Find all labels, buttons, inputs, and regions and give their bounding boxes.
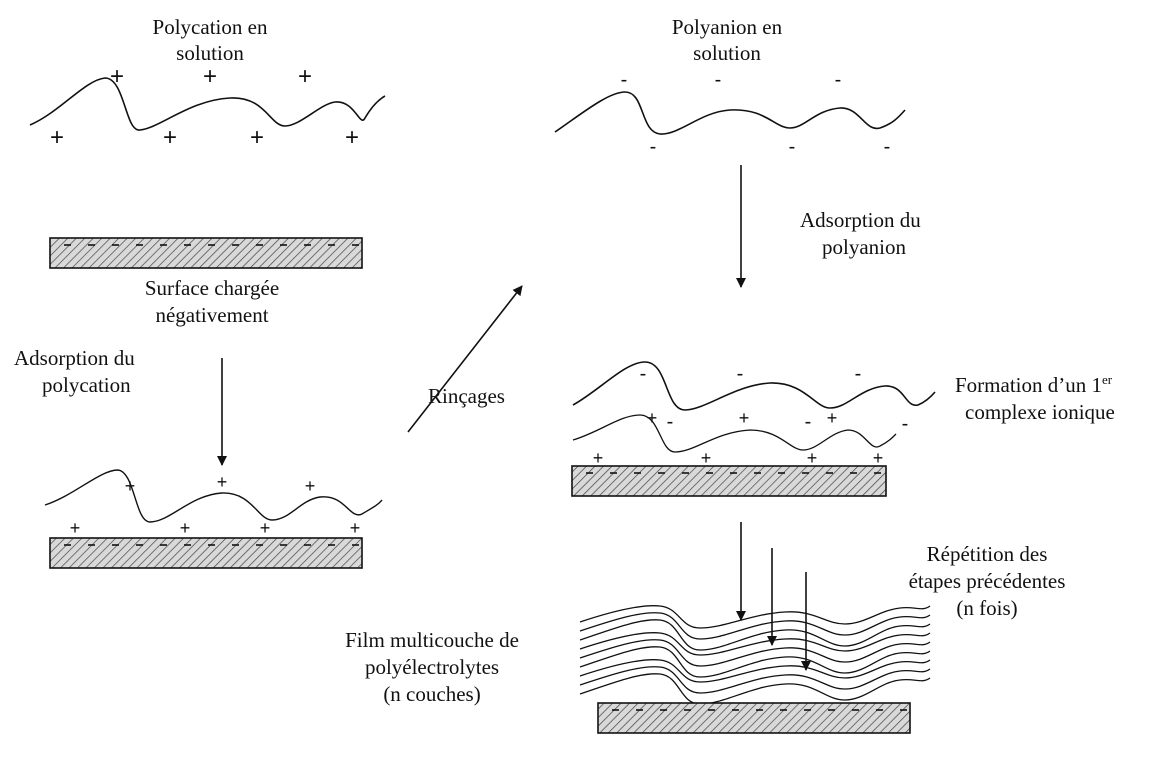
charge-plus: +	[70, 518, 81, 538]
charge-minus: -	[902, 413, 909, 435]
charge-plus: +	[203, 63, 217, 90]
multilayer-wave	[579, 659, 931, 683]
charge-plus: +	[163, 124, 177, 151]
label-adsorption-polyanion-2: polyanion	[822, 235, 906, 259]
charge-plus: +	[110, 63, 124, 90]
polyanion-chain	[554, 91, 906, 135]
label-rincages: Rinçages	[428, 384, 505, 408]
charge-minus: -	[805, 411, 812, 433]
substrate-polycation	[49, 537, 363, 569]
substrate-complex	[571, 465, 887, 497]
multilayer-wave	[579, 666, 931, 694]
label-adsorption-polycation-2: polycation	[42, 373, 131, 397]
label-film-2: polyélectrolytes	[364, 655, 500, 679]
charge-plus: +	[827, 408, 838, 428]
charge-plus: +	[739, 408, 750, 428]
multilayer-wave	[579, 646, 931, 678]
label-repetition-1: Répétition des	[926, 542, 1048, 566]
multilayer-wave	[579, 632, 931, 656]
label-formation-1: Formation d’un 1er	[955, 372, 1112, 398]
multilayer-wave	[579, 605, 931, 629]
label-repetition-3: (n fois)	[956, 596, 1018, 620]
charge-minus: -	[789, 136, 796, 158]
charge-plus: +	[217, 472, 228, 492]
charge-minus: -	[737, 363, 744, 385]
charge-minus: -	[640, 363, 647, 385]
label-film-3: (n couches)	[383, 682, 481, 706]
label-surface-1: Surface chargée	[144, 276, 280, 300]
charge-plus: +	[345, 124, 359, 151]
charge-minus: -	[855, 363, 862, 385]
charge-minus: -	[835, 69, 842, 91]
label-surface-2: négativement	[155, 303, 269, 327]
label-polyanion-1: Polyanion en	[671, 15, 783, 39]
multilayer-wave	[579, 673, 931, 705]
label-polycation-2: solution	[176, 41, 244, 65]
label-repetition-2: étapes précédentes	[908, 569, 1066, 593]
complex-polycation-chain	[572, 414, 897, 453]
charge-minus: -	[715, 69, 722, 91]
charge-plus: +	[350, 518, 361, 538]
polycation-chain	[29, 77, 386, 131]
charge-plus: +	[180, 518, 191, 538]
label-formation-sup: er	[1102, 372, 1113, 387]
multilayer-wave	[579, 612, 931, 640]
label-film-1: Film multicouche de	[345, 628, 519, 652]
charge-plus: +	[250, 124, 264, 151]
charge-plus: +	[260, 518, 271, 538]
label-adsorption-polyanion-1: Adsorption du	[800, 208, 921, 232]
charge-plus: +	[873, 448, 884, 468]
complex-polyanion-chain	[572, 361, 936, 411]
charge-plus: +	[647, 408, 658, 428]
charge-minus: -	[667, 411, 674, 433]
charge-plus: +	[305, 476, 316, 496]
charge-minus: -	[621, 69, 628, 91]
charge-plus: +	[807, 448, 818, 468]
charge-plus: +	[593, 448, 604, 468]
charge-plus: +	[125, 476, 136, 496]
multilayer-film	[579, 605, 931, 705]
label-formation-text: Formation d’un 1	[955, 373, 1102, 397]
charge-minus: -	[650, 136, 657, 158]
substrate-multilayer	[597, 702, 911, 734]
multilayer-wave	[579, 639, 931, 667]
adsorbed-polycation-chain	[44, 469, 383, 523]
charge-plus: +	[701, 448, 712, 468]
label-polycation-1: Polycation en	[152, 15, 268, 39]
label-adsorption-polycation-1: Adsorption du	[14, 346, 135, 370]
label-formation-2: complexe ionique	[965, 400, 1115, 424]
label-polyanion-2: solution	[693, 41, 761, 65]
substrate-surface	[49, 237, 363, 269]
charge-plus: +	[298, 63, 312, 90]
multilayer-wave	[579, 619, 931, 651]
charge-plus: +	[50, 124, 64, 151]
charge-minus: -	[884, 136, 891, 158]
arrow-rincages	[407, 285, 523, 433]
